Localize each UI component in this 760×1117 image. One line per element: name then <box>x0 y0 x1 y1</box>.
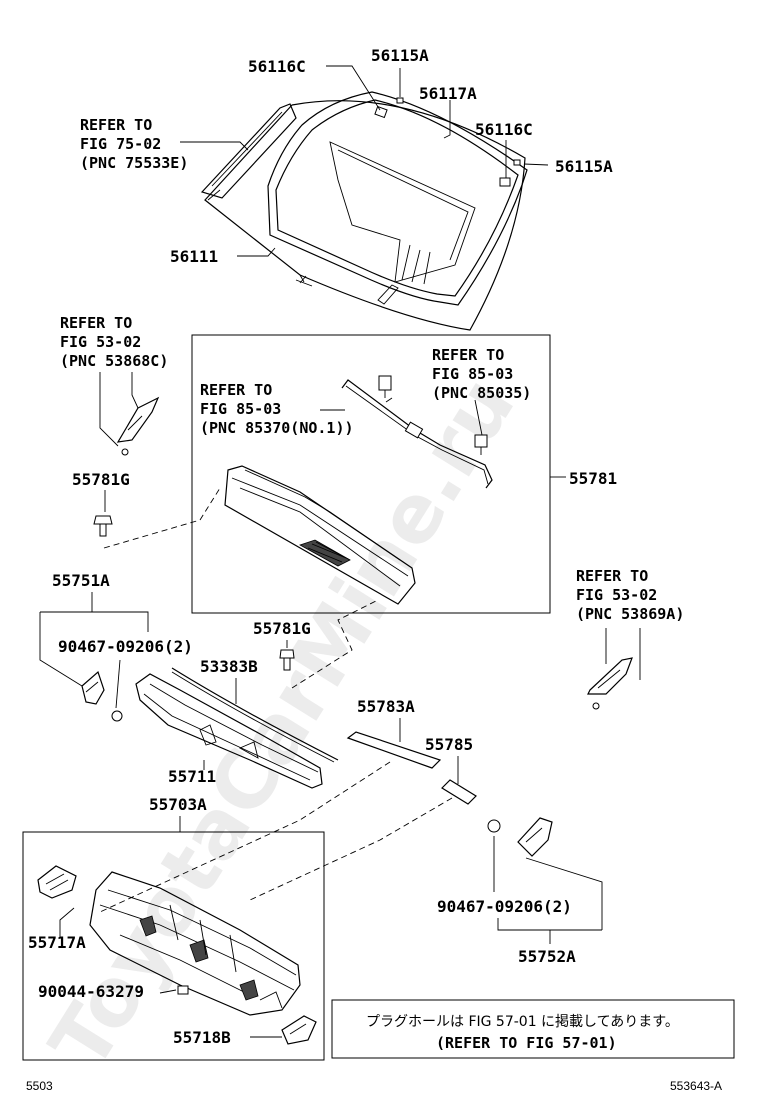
note-japanese: プラグホールは FIG 57-01 に掲載してあります。 <box>366 1014 679 1030</box>
label-55703A: 55703A <box>149 795 207 814</box>
label-56111: 56111 <box>170 247 218 266</box>
cowl-top-panel-55703A <box>89 871 301 1016</box>
svg-text:FIG 85-03: FIG 85-03 <box>432 365 513 383</box>
cowl-assembly-group-box <box>22 831 325 1061</box>
cowl-side-seal-left <box>116 396 160 456</box>
svg-text:FIG 53-02: FIG 53-02 <box>60 333 141 351</box>
svg-text:(PNC 53868C): (PNC 53868C) <box>60 352 168 370</box>
refer-block-85-03-85035: REFER TO FIG 85-03 (PNC 85035) <box>432 346 531 402</box>
svg-text:FIG 75-02: FIG 75-02 <box>80 135 161 153</box>
cowl-top-ventilator-louver <box>224 465 416 605</box>
label-53383B: 53383B <box>200 657 258 676</box>
label-56116C-top: 56116C <box>248 57 306 76</box>
svg-text:FIG 53-02: FIG 53-02 <box>576 586 657 604</box>
svg-text:(PNC 75533E): (PNC 75533E) <box>80 154 188 172</box>
label-55783A: 55783A <box>357 697 415 716</box>
seal-strip-55783A <box>346 731 442 769</box>
cowl-seal-53383B <box>171 667 339 763</box>
cowl-top-group-box <box>191 334 551 614</box>
refer-block-53-02-53869A: REFER TO FIG 53-02 (PNC 53869A) <box>576 567 684 623</box>
inner-frame <box>329 141 476 305</box>
seal-pad-55785 <box>441 779 477 805</box>
svg-text:FIG 85-03: FIG 85-03 <box>200 400 281 418</box>
refer-block-75-02: REFER TO FIG 75-02 (PNC 75533E) <box>80 116 188 172</box>
label-55781G-mid: 55781G <box>253 619 311 638</box>
washer-hose <box>341 379 493 489</box>
svg-text:REFER TO: REFER TO <box>576 567 648 585</box>
label-55781G-left: 55781G <box>72 470 130 489</box>
clip-56115A-top <box>396 97 404 104</box>
note-english: (REFER TO FIG 57-01) <box>436 1034 617 1052</box>
label-90467-left: 90467-09206(2) <box>58 637 193 656</box>
washer-nozzle-connector <box>378 375 488 455</box>
label-55781: 55781 <box>569 469 617 488</box>
svg-text:(PNC 85035): (PNC 85035) <box>432 384 531 402</box>
label-55752A: 55752A <box>518 947 576 966</box>
label-56117A: 56117A <box>419 84 477 103</box>
clip-55781G-mid <box>279 649 295 671</box>
svg-text:REFER TO: REFER TO <box>200 381 272 399</box>
label-55711: 55711 <box>168 767 216 786</box>
refer-block-53-02-53868C: REFER TO FIG 53-02 (PNC 53868C) <box>60 314 168 370</box>
refer-block-85-03-85370: REFER TO FIG 85-03 (PNC 85370(NO.1)) <box>200 381 354 437</box>
cowl-side-seal-right <box>587 657 633 710</box>
footer-right-code: 553643-A <box>670 1079 722 1093</box>
clip-56115A-right <box>513 159 521 166</box>
label-90044: 90044-63279 <box>38 982 144 1001</box>
screw-90044 <box>177 985 189 995</box>
label-56115A-right: 56115A <box>555 157 613 176</box>
label-56115A-top: 56115A <box>371 46 429 65</box>
cowl-panel-55711 <box>135 673 323 789</box>
windshield-molding <box>267 91 528 306</box>
cowl-side-bracket-left <box>81 670 123 722</box>
clip-55781G-left <box>93 515 113 537</box>
label-55751A: 55751A <box>52 571 110 590</box>
label-55717A: 55717A <box>28 933 86 952</box>
note-box <box>331 999 735 1059</box>
svg-text:(PNC 53869A): (PNC 53869A) <box>576 605 684 623</box>
svg-text:REFER TO: REFER TO <box>432 346 504 364</box>
label-55718B: 55718B <box>173 1028 231 1047</box>
svg-text:(PNC 85370(NO.1)): (PNC 85370(NO.1)) <box>200 419 354 437</box>
label-90467-right: 90467-09206(2) <box>437 897 572 916</box>
clip-56116C-right <box>499 177 511 187</box>
bracket-55717A <box>37 865 77 899</box>
bracket-55718B <box>281 1015 317 1045</box>
footer-left-code: 5503 <box>26 1079 53 1093</box>
svg-text:REFER TO: REFER TO <box>60 314 132 332</box>
label-55785: 55785 <box>425 735 473 754</box>
cowl-side-bracket-right <box>487 817 553 857</box>
svg-text:REFER TO: REFER TO <box>80 116 152 134</box>
clip-56116C-top <box>374 105 388 119</box>
side-molding-strip <box>200 103 297 199</box>
label-56116C-right: 56116C <box>475 120 533 139</box>
